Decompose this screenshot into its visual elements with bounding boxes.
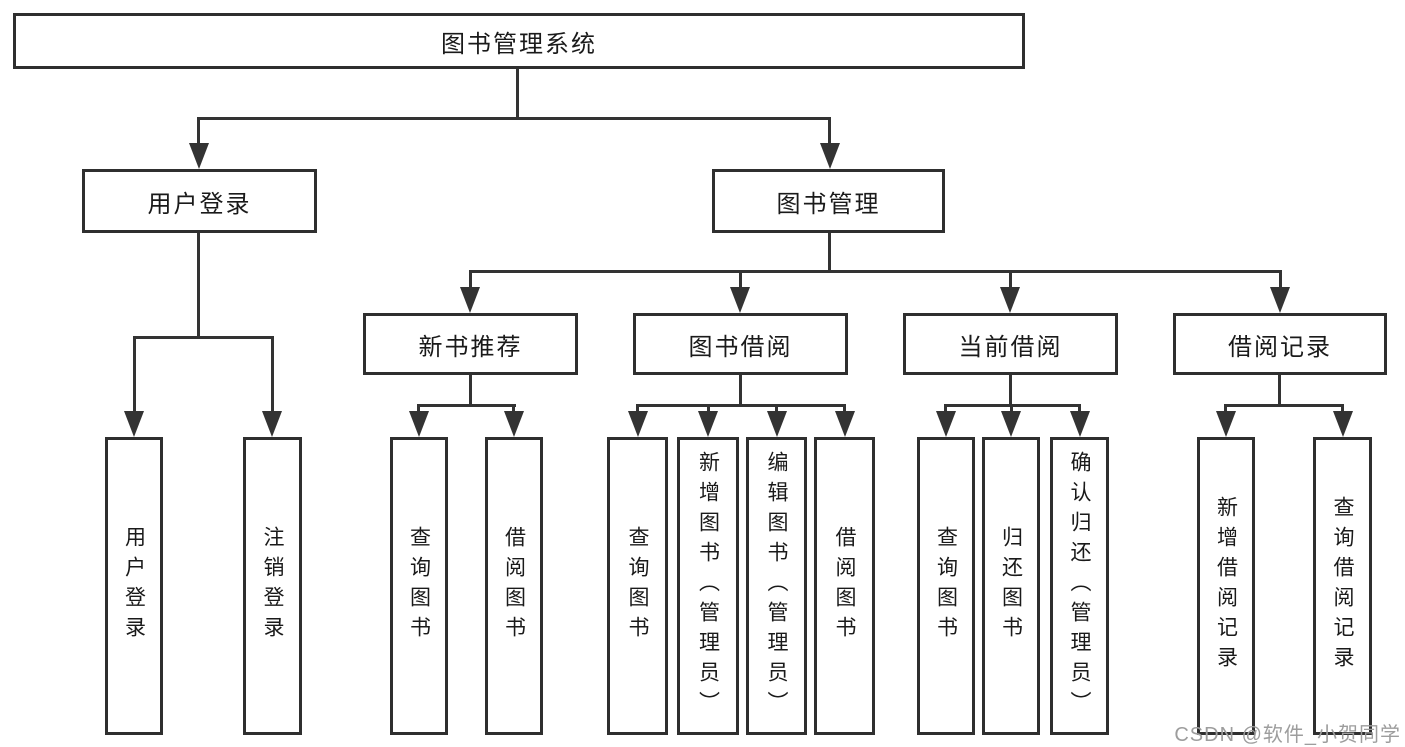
arrow-down-icon	[504, 411, 524, 437]
leaf-return-book: 归还图书	[982, 437, 1040, 735]
leaf-label: 查询图书	[407, 526, 431, 646]
node-new-book: 新书推荐	[363, 313, 578, 375]
connector-stub	[1279, 270, 1282, 289]
leaf-query-book-3: 查询图书	[917, 437, 975, 735]
leaf-label: 查询图书	[626, 526, 649, 646]
arrow-down-icon	[189, 143, 209, 169]
connector-stub	[417, 404, 420, 413]
arrow-down-icon	[1001, 411, 1021, 437]
leaf-add-borrow-record: 新增借阅记录	[1197, 437, 1255, 735]
arrow-down-icon	[1000, 287, 1020, 313]
leaf-query-book-1: 查询图书	[390, 437, 448, 735]
node-user-login: 用户登录	[82, 169, 317, 233]
leaf-confirm-return-admin: 确认归还（管理员）	[1050, 437, 1109, 735]
connector-level2-hline	[197, 117, 831, 120]
arrow-down-icon	[409, 411, 429, 437]
node-new-book-label: 新书推荐	[418, 333, 523, 361]
node-book-borrow: 图书借阅	[633, 313, 848, 375]
connector-stub	[1009, 270, 1012, 289]
connector-stub	[1010, 404, 1013, 413]
connector-level3-hline	[469, 270, 1282, 273]
connector-root-vline	[516, 69, 519, 118]
connector-stub	[636, 404, 639, 413]
connector-userlogin-stub	[197, 117, 200, 145]
connector-newbook-vline	[469, 375, 472, 406]
connector-borrowrecord-vline	[1278, 375, 1281, 406]
leaf-label: 归还图书	[999, 526, 1023, 646]
connector-stub	[133, 336, 136, 413]
leaf-label: 用户登录	[122, 526, 146, 646]
node-user-login-label: 用户登录	[147, 190, 252, 218]
leaf-borrow-book-1: 借阅图书	[485, 437, 543, 735]
connector-bookborrow-vline	[739, 375, 742, 406]
leaf-query-borrow-record: 查询借阅记录	[1313, 437, 1372, 735]
arrow-down-icon	[124, 411, 144, 437]
arrow-down-icon	[835, 411, 855, 437]
connector-stub	[707, 404, 710, 413]
connector-userlogin-hline	[133, 336, 274, 339]
leaf-label: 新增借阅记录	[1214, 496, 1238, 676]
connector-stub	[512, 404, 515, 413]
leaf-label: 借阅图书	[833, 526, 856, 646]
arrow-down-icon	[1270, 287, 1290, 313]
connector-newbook-hline	[417, 404, 516, 407]
node-root-label: 图书管理系统	[441, 30, 597, 58]
arrow-down-icon	[628, 411, 648, 437]
node-book-mgmt: 图书管理	[712, 169, 945, 233]
node-root: 图书管理系统	[13, 13, 1025, 69]
connector-userlogin-vline	[197, 233, 200, 338]
leaf-query-book-2: 查询图书	[607, 437, 668, 735]
connector-stub	[944, 404, 947, 413]
connector-stub	[271, 336, 274, 413]
connector-stub	[843, 404, 846, 413]
arrow-down-icon	[460, 287, 480, 313]
node-current-borrow-label: 当前借阅	[958, 333, 1063, 361]
leaf-borrow-book-2: 借阅图书	[814, 437, 875, 735]
connector-borrowrecord-hline	[1224, 404, 1344, 407]
arrow-down-icon	[1070, 411, 1090, 437]
connector-stub	[469, 270, 472, 289]
connector-stub	[1224, 404, 1227, 413]
leaf-add-book-admin: 新增图书（管理员）	[677, 437, 739, 735]
leaf-user-login: 用户登录	[105, 437, 163, 735]
connector-stub	[1078, 404, 1081, 413]
arrow-down-icon	[1333, 411, 1353, 437]
leaf-label: 查询图书	[934, 526, 958, 646]
leaf-edit-book-admin: 编辑图书（管理员）	[746, 437, 807, 735]
arrow-down-icon	[767, 411, 787, 437]
node-borrow-record-label: 借阅记录	[1228, 333, 1332, 361]
leaf-label: 新增图书（管理员）	[696, 451, 720, 721]
csdn-watermark: CSDN @软件_小贺同学	[1174, 724, 1401, 746]
arrow-down-icon	[820, 143, 840, 169]
connector-bookborrow-hline	[636, 404, 846, 407]
node-borrow-record: 借阅记录	[1173, 313, 1387, 375]
leaf-label: 注销登录	[261, 526, 284, 646]
connector-bookmgmt-stub	[828, 117, 831, 145]
leaf-logout: 注销登录	[243, 437, 302, 735]
connector-stub	[1341, 404, 1344, 413]
connector-stub	[739, 270, 742, 289]
connector-currentborrow-vline	[1009, 375, 1012, 406]
node-book-borrow-label: 图书借阅	[688, 333, 793, 361]
arrow-down-icon	[698, 411, 718, 437]
node-book-mgmt-label: 图书管理	[776, 190, 881, 218]
leaf-label: 借阅图书	[502, 526, 526, 646]
leaf-label: 编辑图书（管理员）	[765, 451, 788, 721]
arrow-down-icon	[730, 287, 750, 313]
leaf-label: 确认归还（管理员）	[1068, 451, 1091, 721]
arrow-down-icon	[936, 411, 956, 437]
connector-stub	[775, 404, 778, 413]
node-current-borrow: 当前借阅	[903, 313, 1118, 375]
leaf-label: 查询借阅记录	[1331, 496, 1354, 676]
arrow-down-icon	[262, 411, 282, 437]
connector-bookmgmt-vline	[828, 233, 831, 273]
arrow-down-icon	[1216, 411, 1236, 437]
